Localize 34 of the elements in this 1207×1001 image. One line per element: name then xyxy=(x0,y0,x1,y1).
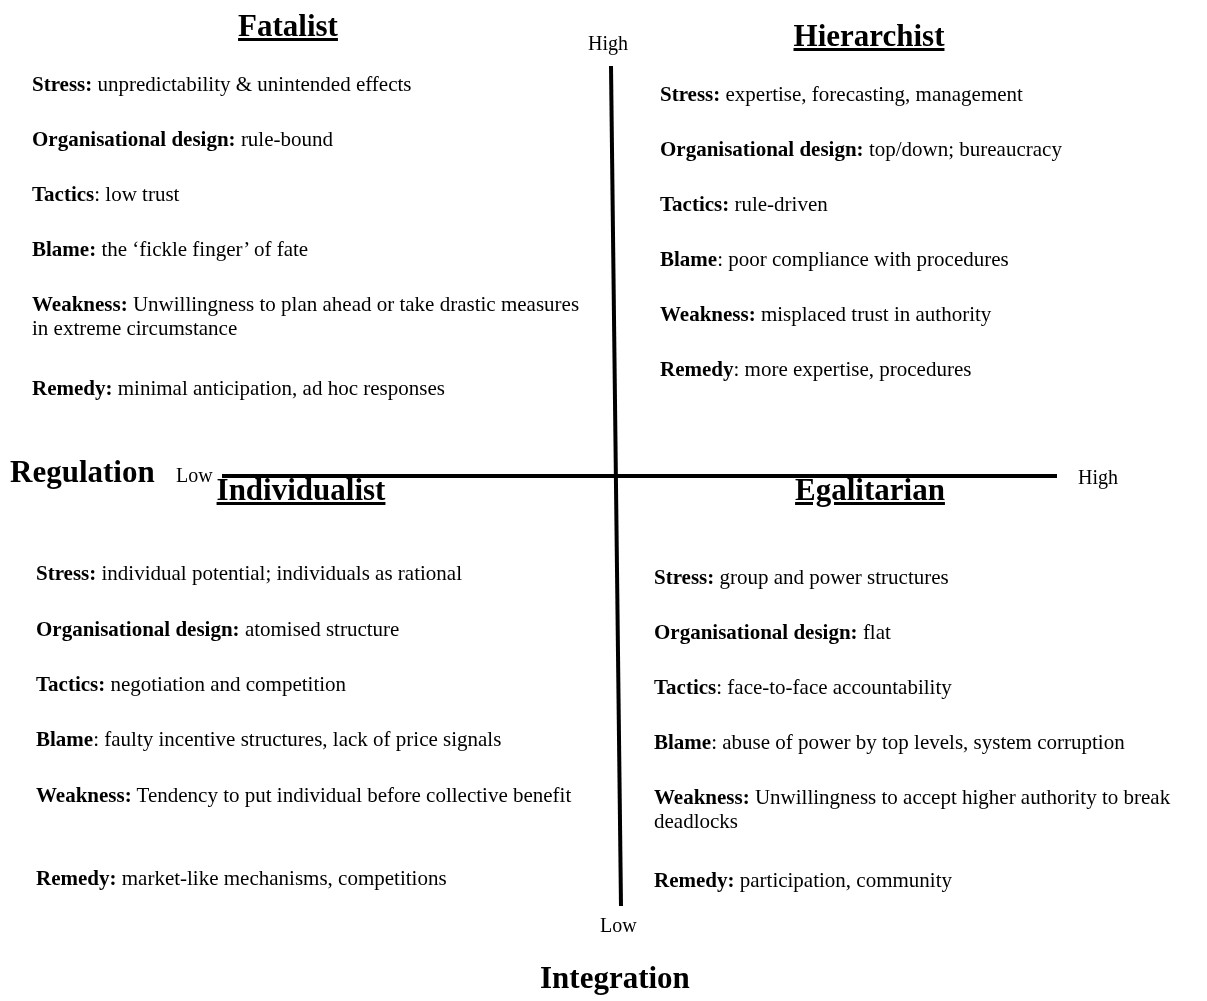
description-text: Blame: poor compliance with procedures xyxy=(660,247,1010,272)
description-text: Weakness: Tendency to put individual before collective benefit xyxy=(36,783,573,808)
axis-title: Integration xyxy=(540,960,690,996)
quadrant-title: Egalitarian xyxy=(795,472,945,508)
description-text: Stress: unpredictability & unintended effects xyxy=(32,72,413,97)
description-text: Weakness: misplaced trust in authority xyxy=(660,302,993,327)
description-text: Stress: expertise, forecasting, management xyxy=(660,82,1024,107)
description-text: Organisational design: top/down; bureaucracy xyxy=(660,137,1063,162)
axis-end-label: Low xyxy=(600,914,637,937)
description-text: Weakness: Unwillingness to accept higher authority to break deadlocks xyxy=(654,785,1172,834)
description-text: Weakness: Unwillingness to plan ahead or take drastic measures in extreme circumstance xyxy=(32,292,581,341)
description-text: Organisational design: atomised structure xyxy=(36,617,401,642)
quadrant-title: Individualist xyxy=(216,472,386,508)
axis-title: Regulation xyxy=(10,454,155,490)
axis-end-label: High xyxy=(1078,466,1118,489)
axis-end-label: Low xyxy=(176,464,213,487)
quadrant-title: Fatalist xyxy=(238,8,338,44)
description-text: Organisational design: rule-bound xyxy=(32,127,335,152)
description-text: Remedy: minimal anticipation, ad hoc responses xyxy=(32,376,446,401)
description-text: Tactics: negotiation and competition xyxy=(36,672,348,697)
description-text: Remedy: participation, community xyxy=(654,868,954,893)
description-text: Organisational design: flat xyxy=(654,620,892,645)
description-text: Stress: individual potential; individuals as rational xyxy=(36,561,463,586)
description-text: Blame: faulty incentive structures, lack of price signals xyxy=(36,727,503,752)
description-text: Tactics: low trust xyxy=(32,182,181,207)
description-text: Remedy: market-like mechanisms, competitions xyxy=(36,866,448,891)
quadrant-title: Hierarchist xyxy=(793,18,945,54)
axis-end-label: High xyxy=(588,32,628,55)
description-text: Tactics: face-to-face accountability xyxy=(654,675,953,700)
description-text: Blame: the ‘fickle finger’ of fate xyxy=(32,237,310,262)
description-text: Tactics: rule-driven xyxy=(660,192,829,217)
description-text: Blame: abuse of power by top levels, system corruption xyxy=(654,730,1126,755)
description-text: Stress: group and power structures xyxy=(654,565,950,590)
description-text: Remedy: more expertise, procedures xyxy=(660,357,973,382)
